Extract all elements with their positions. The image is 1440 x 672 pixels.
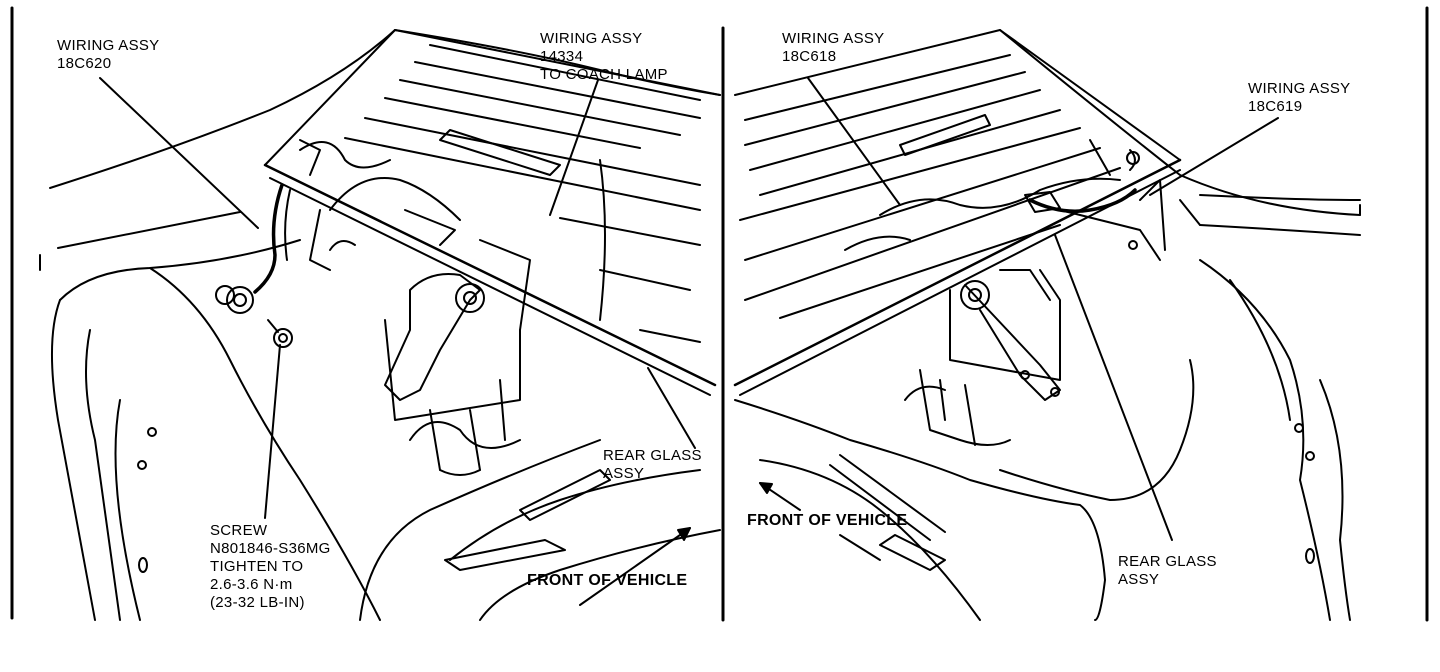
label-line: 2.6-3.6 N·m — [210, 576, 293, 593]
label-line: TO COACH LAMP — [540, 66, 668, 83]
label-line: 18C619 — [1248, 98, 1303, 115]
label-wiring-assy-14334: WIRING ASSY 14334 TO COACH LAMP — [540, 30, 668, 84]
label-wiring-assy-18c619: WIRING ASSY 18C619 — [1248, 80, 1351, 116]
label-line: ASSY — [603, 465, 645, 482]
label-line: WIRING ASSY — [782, 30, 885, 47]
label-line: ASSY — [1118, 571, 1160, 588]
label-line: WIRING ASSY — [57, 37, 160, 54]
label-front-of-vehicle-left: FRONT OF VEHICLE — [527, 572, 688, 589]
label-line: 14334 — [540, 48, 584, 65]
label-line: 18C618 — [782, 48, 837, 65]
label-line: TIGHTEN TO — [210, 558, 304, 575]
label-wiring-assy-18c620: WIRING ASSY 18C620 — [57, 37, 160, 73]
label-screw: SCREW N801846-S36MG TIGHTEN TO 2.6-3.6 N… — [210, 522, 331, 612]
label-rear-glass-assy-right: REAR GLASS ASSY — [1118, 553, 1217, 589]
label-wiring-assy-18c618: WIRING ASSY 18C618 — [782, 30, 885, 66]
left-panel-drawing — [39, 29, 721, 621]
label-line: WIRING ASSY — [540, 30, 643, 47]
label-line: N801846-S36MG — [210, 540, 331, 557]
label-line: (23-32 LB-IN) — [210, 594, 305, 611]
label-line: REAR GLASS — [603, 447, 702, 464]
label-front-of-vehicle-right: FRONT OF VEHICLE — [747, 512, 908, 529]
label-line: 18C620 — [57, 55, 112, 72]
right-panel-drawing — [733, 29, 1361, 621]
label-rear-glass-assy-left: REAR GLASS ASSY — [603, 447, 702, 483]
label-line: SCREW — [210, 522, 268, 539]
label-line: WIRING ASSY — [1248, 80, 1351, 97]
label-line: REAR GLASS — [1118, 553, 1217, 570]
